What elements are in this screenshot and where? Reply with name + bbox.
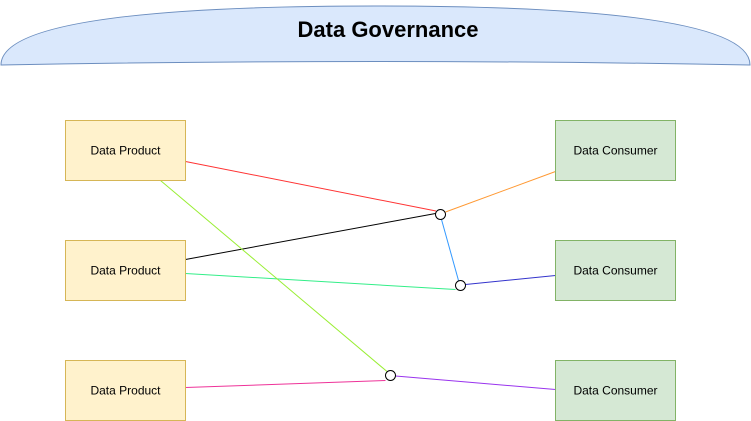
connector-lines [160,161,556,390]
data-consumer-box [555,240,676,301]
data-product-node[interactable]: Data Product [65,120,186,181]
data-consumer-node[interactable]: Data Consumer [555,360,676,421]
data-product-label: Data Product [90,144,161,158]
connector-line[interactable] [185,273,456,290]
data-consumer-node[interactable]: Data Consumer [555,240,676,301]
data-consumer-label: Data Consumer [573,144,657,158]
data-consumer-label: Data Consumer [573,264,657,278]
data-product-node[interactable]: Data Product [65,360,186,421]
connector-line[interactable] [185,213,436,260]
connector-line[interactable] [445,171,556,213]
connector-line[interactable] [441,219,459,281]
junction-point[interactable] [455,280,466,291]
junction-point[interactable] [385,370,396,381]
junction-point[interactable] [435,209,446,220]
connector-line[interactable] [395,375,556,390]
title-banner[interactable]: Data Governance [0,5,751,66]
data-product-label: Data Product [90,384,161,398]
data-product-label: Data Product [90,264,161,278]
connector-line[interactable] [465,275,556,285]
data-consumer-box [555,360,676,421]
data-product-box [65,240,186,301]
data-product-node[interactable]: Data Product [65,240,186,301]
data-consumer-label: Data Consumer [573,384,657,398]
data-consumer-node[interactable]: Data Consumer [555,120,676,181]
data-consumer-box [555,120,676,181]
connector-line[interactable] [185,161,437,212]
data-product-box [65,120,186,181]
connector-line[interactable] [160,180,388,372]
title-banner-shape [0,5,751,66]
diagram-title: Data Governance [298,17,479,42]
data-product-box [65,360,186,421]
connector-line[interactable] [185,380,386,388]
